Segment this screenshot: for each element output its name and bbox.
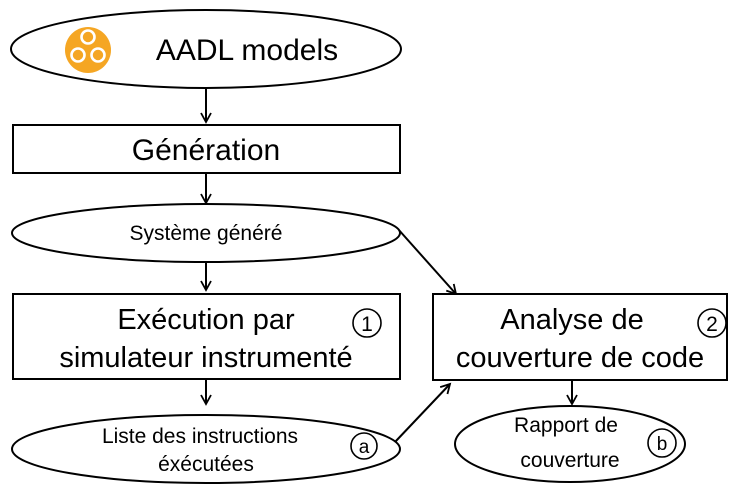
- execution-step-marker: 1: [352, 308, 382, 338]
- analyse-step-marker-label: 2: [706, 313, 718, 336]
- rapport-step-marker: b: [647, 428, 677, 458]
- logo-ring-left: [70, 47, 86, 63]
- node-systeme-genere: Système généré: [11, 203, 401, 263]
- analyse-label-line2: couverture de code: [456, 342, 704, 374]
- node-liste-instructions: Liste des instructions éxécutées a: [11, 414, 401, 484]
- generation-label: Génération: [132, 134, 280, 167]
- execution-step-marker-label: 1: [361, 313, 373, 336]
- analyse-label-line1: Analyse de: [500, 304, 644, 336]
- liste-step-marker-label: a: [359, 437, 370, 458]
- execution-label-line2: simulateur instrumenté: [59, 342, 352, 374]
- aadl-logo-icon: [65, 27, 111, 73]
- edge-systeme-to-analyse: [397, 228, 458, 296]
- node-execution: Exécution par simulateur instrumenté 1: [12, 293, 401, 380]
- logo-ring-top: [80, 29, 96, 45]
- liste-instructions-label-line1: Liste des instructions: [102, 425, 298, 448]
- node-analyse: Analyse de couverture de code 2: [432, 293, 728, 381]
- logo-circle-back: [65, 27, 111, 73]
- edge-liste-to-analyse: [394, 382, 452, 443]
- liste-instructions-label-line2: éxécutées: [158, 453, 254, 476]
- execution-label-line1: Exécution par: [117, 304, 295, 336]
- systeme-genere-label: Système généré: [130, 222, 283, 245]
- node-rapport: Rapport de couverture b: [454, 405, 686, 483]
- liste-step-marker: a: [350, 432, 378, 460]
- aadl-models-label: AADL models: [156, 34, 338, 67]
- analyse-step-marker: 2: [697, 308, 727, 338]
- rapport-label-line1: Rapport de: [514, 414, 618, 437]
- node-generation: Génération: [12, 124, 401, 174]
- rapport-step-marker-label: b: [657, 434, 668, 455]
- rapport-label-line2: couverture: [520, 449, 619, 472]
- logo-ring-right: [90, 47, 106, 63]
- node-aadl-models: AADL models: [10, 9, 402, 89]
